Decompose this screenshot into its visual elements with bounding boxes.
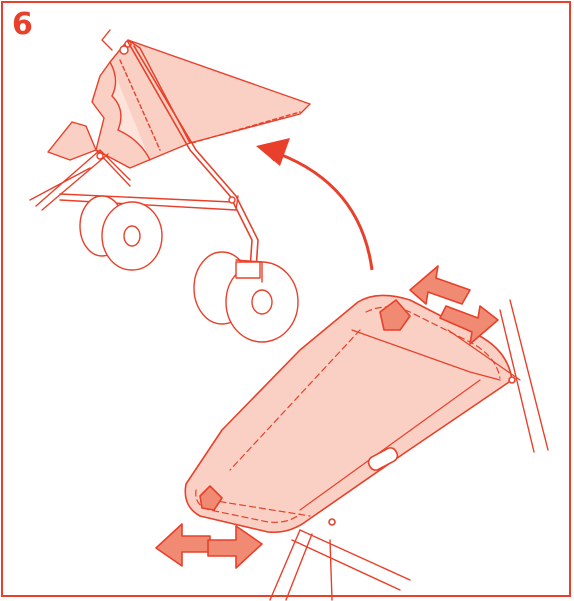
stroller-drawing <box>29 29 311 343</box>
step-number: 6 <box>12 7 33 42</box>
canopy-clip-top <box>379 299 411 331</box>
stroller-seat-back <box>47 121 97 161</box>
double-arrow-icon <box>155 265 499 569</box>
canopy-closeup <box>184 294 549 601</box>
canopy-clip-bottom <box>199 485 223 511</box>
curved-arrow-icon <box>259 144 374 271</box>
canopy-fabric <box>184 294 513 534</box>
canopy-window <box>367 447 399 471</box>
